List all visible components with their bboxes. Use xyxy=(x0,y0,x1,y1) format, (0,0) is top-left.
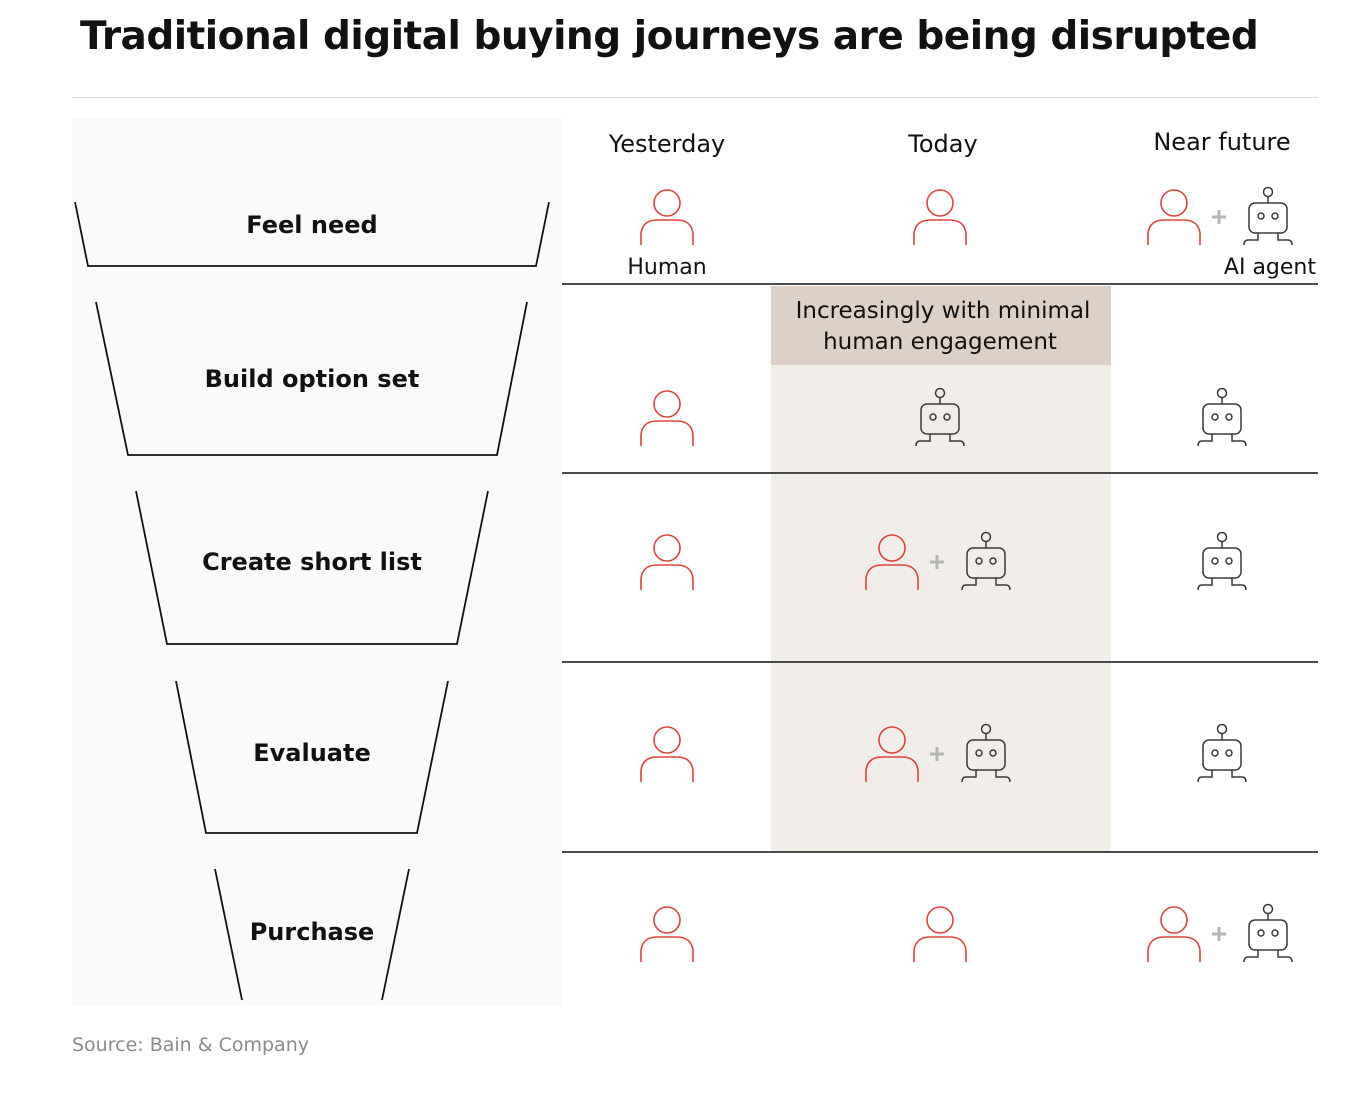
person-icon xyxy=(640,189,694,245)
minimal-engagement-banner xyxy=(771,286,1111,365)
stage-label-build-option-set: Build option set xyxy=(205,365,420,393)
person-icon xyxy=(640,534,694,590)
person-icon xyxy=(913,189,967,245)
funnel-segment-evaluate xyxy=(175,680,449,834)
robot-icon xyxy=(1243,903,1293,963)
robot-icon xyxy=(915,387,965,447)
legend-ai-agent-label: AI agent xyxy=(1224,255,1316,280)
today-highlight-band xyxy=(771,365,1111,852)
plus-icon xyxy=(1212,927,1226,941)
column-header-near-future: Near future xyxy=(1153,128,1290,156)
person-icon xyxy=(1147,906,1201,962)
funnel-segment-create-short-list xyxy=(135,490,489,645)
person-icon xyxy=(640,906,694,962)
chart-title: Traditional digital buying journeys are … xyxy=(80,14,1259,59)
robot-icon xyxy=(1197,387,1247,447)
plus-icon xyxy=(930,747,944,761)
column-header-today: Today xyxy=(907,130,977,158)
robot-icon xyxy=(1243,186,1293,246)
stage-label-feel-need: Feel need xyxy=(246,211,377,239)
banner-text-line-2: human engagement xyxy=(823,329,1057,355)
funnel-segment-purchase-left xyxy=(214,868,243,1001)
source-note: Source: Bain & Company xyxy=(72,1034,309,1056)
actor-icons-layer xyxy=(640,186,1293,963)
funnel-segment-feel-need xyxy=(74,201,550,267)
person-icon xyxy=(640,726,694,782)
title-divider xyxy=(72,97,1318,98)
stage-label-evaluate: Evaluate xyxy=(253,739,371,767)
plus-icon xyxy=(930,555,944,569)
stage-label-purchase: Purchase xyxy=(250,918,375,946)
person-icon xyxy=(1147,189,1201,245)
robot-icon xyxy=(961,723,1011,783)
robot-icon xyxy=(961,531,1011,591)
plus-icon xyxy=(1212,210,1226,224)
robot-icon xyxy=(1197,723,1247,783)
robot-icon xyxy=(1197,531,1247,591)
legend-human-label: Human xyxy=(627,255,706,280)
person-icon xyxy=(865,534,919,590)
funnel-segment-build-option-set xyxy=(95,301,528,456)
stage-label-create-short-list: Create short list xyxy=(202,548,422,576)
banner-text-line-1: Increasingly with minimal xyxy=(796,298,1091,324)
person-icon xyxy=(913,906,967,962)
column-header-yesterday: Yesterday xyxy=(608,130,726,158)
funnel-segment-purchase-right xyxy=(381,868,410,1001)
person-icon xyxy=(640,390,694,446)
person-icon xyxy=(865,726,919,782)
